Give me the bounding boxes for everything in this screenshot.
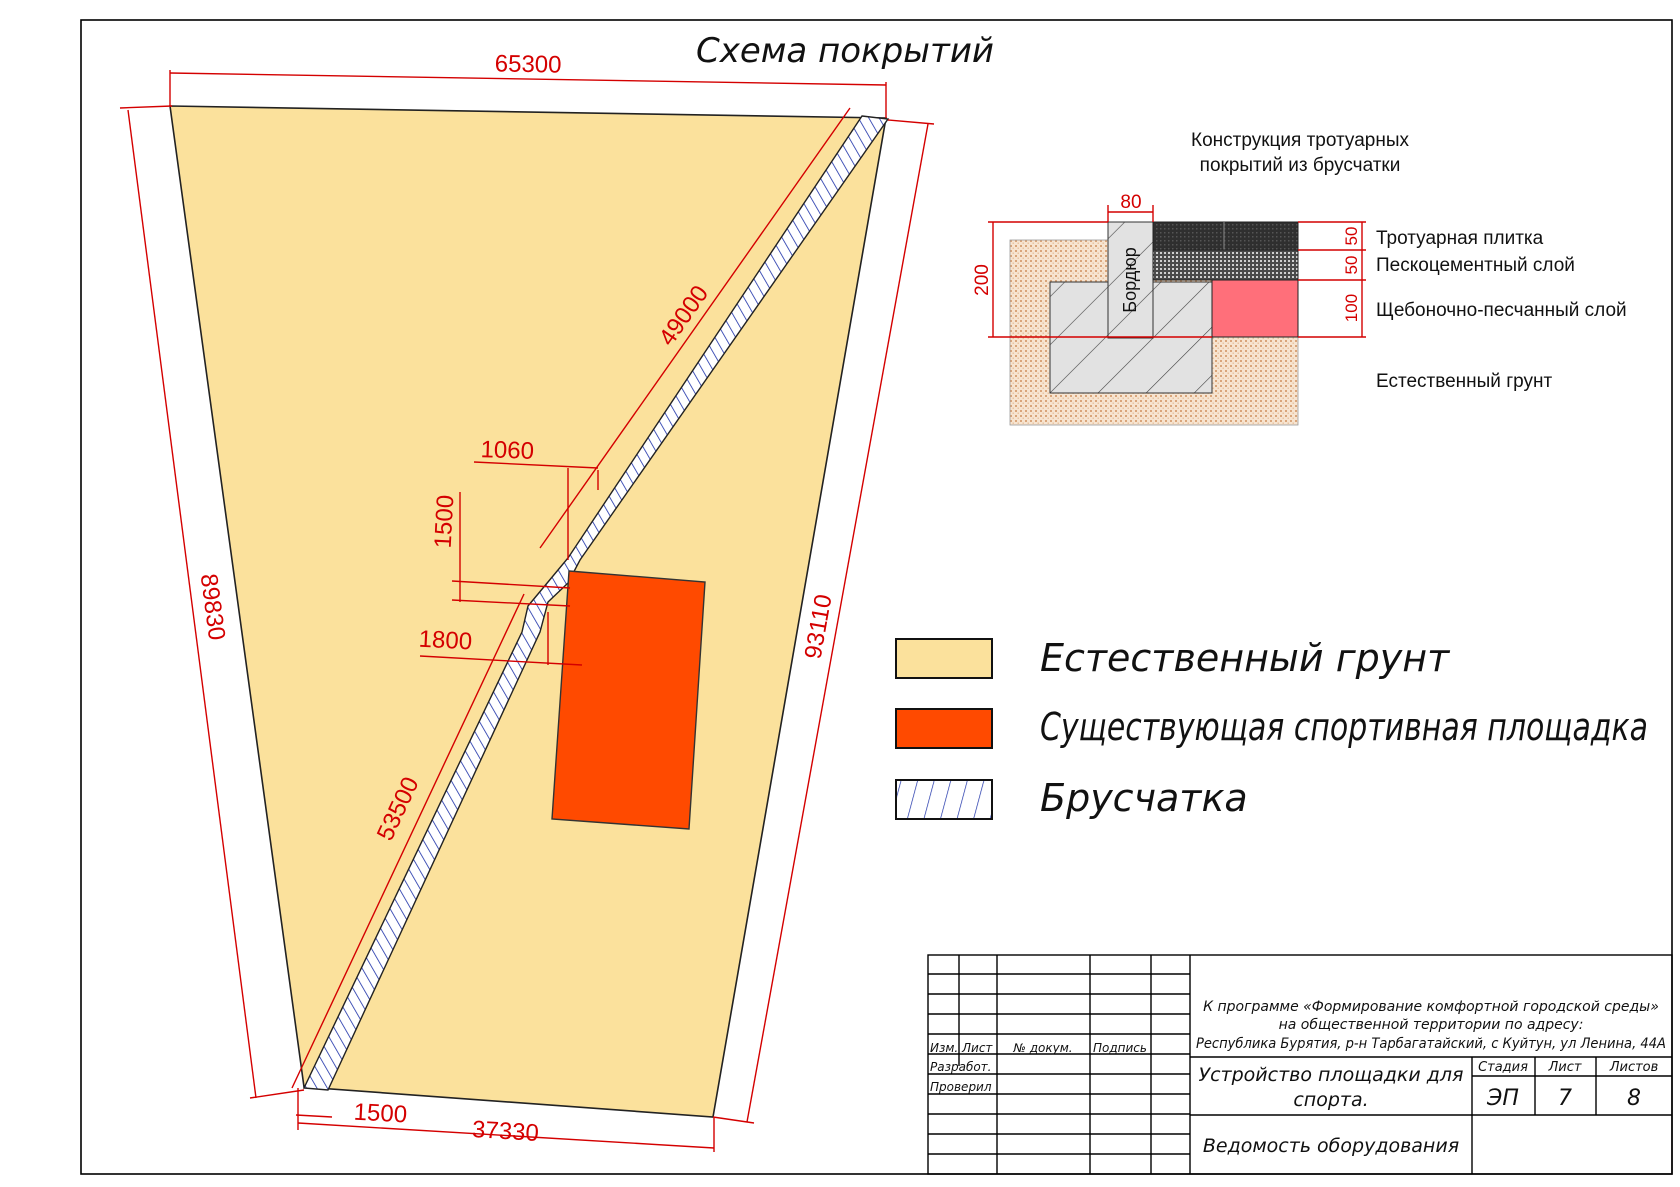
stamp-header-sheet: Лист xyxy=(961,1041,993,1055)
legend-swatch-sports xyxy=(895,708,993,749)
paving-strip xyxy=(302,115,890,1091)
stamp-row-developed: Разработ. xyxy=(930,1060,992,1074)
stamp-program-1: К программе «Формирование комфортной гор… xyxy=(1203,999,1659,1015)
stamp-program-3: Республика Бурятия, р-н Тарбагатайский, … xyxy=(1196,1036,1666,1052)
stamp-sheet-label: Лист xyxy=(1548,1060,1582,1075)
stamp-program-2: на общественной территории по адресу: xyxy=(1279,1017,1584,1033)
sports-area xyxy=(551,570,706,830)
construction-dim-50b: 50 xyxy=(1342,256,1361,275)
title-block xyxy=(927,954,1673,1175)
legend-swatch-paving xyxy=(895,779,993,820)
stamp-drawing-name: Ведомость оборудования xyxy=(1203,1135,1459,1157)
stamp-project-2: спорта. xyxy=(1293,1089,1368,1111)
stamp-header-doc: № докум. xyxy=(1012,1041,1072,1055)
layer-gravel: Щебоночно-песчанный слой xyxy=(1376,300,1627,321)
construction-dim-width: 80 xyxy=(1120,192,1141,213)
legend-label-sports: Существующая спортивная площадка xyxy=(1040,705,1648,749)
construction-border-label: Бордюр xyxy=(1120,247,1140,312)
dim-1500: 1500 xyxy=(430,494,460,549)
stamp-stage-label: Стадия xyxy=(1478,1060,1528,1075)
sheet-frame xyxy=(80,19,1673,1175)
stamp-header-sign: Подпись xyxy=(1093,1041,1147,1055)
construction-dim-100: 100 xyxy=(1342,294,1361,322)
construction-detail: Конструкция тротуарных покрытий из брусч… xyxy=(972,130,1627,426)
construction-dim-height: 200 xyxy=(972,264,993,296)
stamp-stage: ЭП xyxy=(1486,1086,1519,1111)
layer-natural-soil: Естественный грунт xyxy=(1376,371,1552,392)
legend-label-ground: Естественный грунт xyxy=(1040,636,1451,680)
dim-bottom: 37330 xyxy=(471,1116,539,1147)
stamp-sheets: 8 xyxy=(1627,1086,1641,1111)
construction-title-2: покрытий из брусчатки xyxy=(1200,155,1401,176)
dim-left: 89830 xyxy=(195,572,230,642)
layer-tile: Тротуарная плитка xyxy=(1376,228,1544,249)
layer-sand-cement: Пескоцементный слой xyxy=(1376,255,1575,276)
stamp-project-1: Устройство площадки для xyxy=(1199,1064,1464,1086)
legend-label-paving: Брусчатка xyxy=(1040,776,1248,820)
stamp-sheet: 7 xyxy=(1558,1086,1572,1111)
legend-swatch-ground xyxy=(895,638,993,679)
stamp-header-change: Изм. xyxy=(930,1041,958,1055)
legend: Естественный грунт Существующая спортивн… xyxy=(895,636,1648,820)
page-title: Схема покрытий xyxy=(696,31,994,71)
dim-1060: 1060 xyxy=(480,436,534,465)
stamp-sheets-label: Листов xyxy=(1609,1060,1659,1075)
dim-1800: 1800 xyxy=(418,626,473,656)
title-block-text: Изм. Лист № докум. Подпись Разработ. Про… xyxy=(930,999,1666,1157)
stamp-row-checked: Проверил xyxy=(930,1080,992,1094)
construction-title-1: Конструкция тротуарных xyxy=(1191,130,1409,151)
dimension-lines xyxy=(119,70,935,1152)
dim-top: 65300 xyxy=(495,50,562,78)
dim-bottom-small: 1500 xyxy=(353,1099,408,1129)
construction-dim-50a: 50 xyxy=(1342,227,1361,246)
